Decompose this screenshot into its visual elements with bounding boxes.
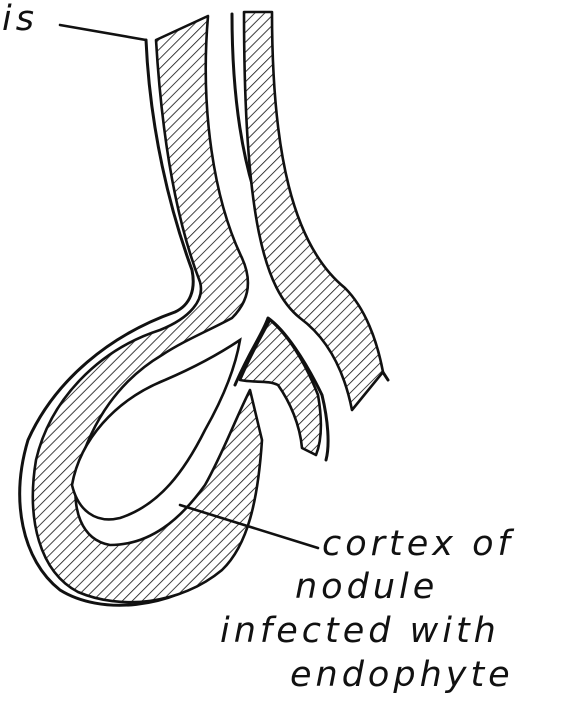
label-cortex-line-2: nodule — [295, 567, 438, 607]
label-top-left: is — [2, 0, 38, 39]
label-cortex-line-3: infected with — [220, 611, 500, 651]
label-cortex-line-4: endophyte — [290, 655, 514, 695]
left-root-cortex — [33, 16, 262, 602]
left-root — [20, 16, 262, 605]
leader-line-top — [60, 25, 146, 40]
label-cortex-line-1: cortex of — [322, 524, 515, 564]
